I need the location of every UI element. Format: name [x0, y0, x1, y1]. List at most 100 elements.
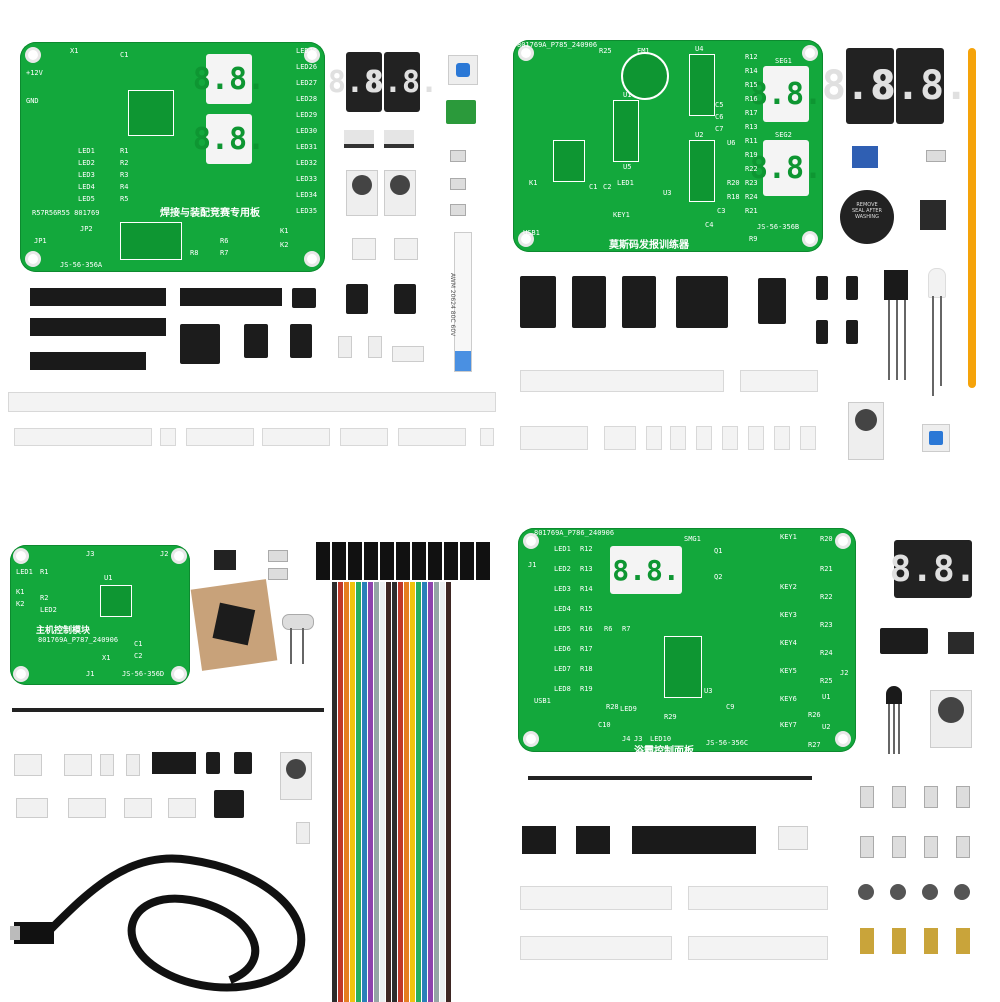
component-strip [696, 426, 712, 450]
component-tape [180, 288, 282, 306]
silk-label: C2 [134, 652, 143, 660]
smd-button [450, 204, 466, 216]
component-strip [646, 426, 662, 450]
silk-label: C4 [705, 221, 714, 229]
wire-orange [968, 48, 976, 388]
switch [920, 200, 946, 230]
component-strip [800, 426, 816, 450]
diode [338, 336, 352, 358]
silk-label: LED28 [296, 95, 318, 103]
seven-seg-footprint: 8.8. [750, 140, 822, 196]
silk-label: R21 [745, 207, 758, 215]
silk-label: U1 [623, 91, 632, 99]
component-strip [748, 426, 764, 450]
ic-chip [846, 276, 858, 300]
silk-label: LED34 [296, 191, 318, 199]
smd-button [450, 178, 466, 190]
silk-label: R23 [745, 179, 758, 187]
silk-label: J2 [160, 550, 169, 558]
silk-label: X1 [102, 654, 111, 662]
ir-receiver [884, 270, 908, 300]
ic-footprint [120, 222, 182, 260]
silk-label: R1 [120, 147, 129, 155]
ic-chip [214, 790, 244, 818]
ic-chip [292, 288, 316, 308]
silk-label: R19 [745, 151, 758, 159]
silk-label: R6 [220, 237, 229, 245]
silk-label: R2 [40, 594, 49, 602]
silk-label: K1 [16, 588, 25, 596]
silk-label: R12 [580, 545, 593, 553]
ic-footprint [664, 636, 702, 698]
silk-label: R24 [820, 649, 833, 657]
silk-label: C6 [715, 113, 724, 121]
silk-label: LED31 [296, 143, 318, 151]
buzzer: REMOVE SEAL AFTER WASHING [840, 190, 894, 244]
silk-label: R1 [40, 568, 49, 576]
connector [392, 346, 424, 362]
connector [64, 754, 92, 776]
transistor [886, 686, 902, 704]
silk-label: R15 [745, 81, 758, 89]
component-strip [688, 936, 828, 960]
silk-label: KEY2 [780, 583, 797, 591]
pcb-board-bath-heater: 801769A_P786_240906 浴霸控制面板 JS-56-356C 8.… [518, 528, 856, 752]
fpc-connector [384, 130, 414, 148]
silk-label: R20 [820, 535, 833, 543]
silk-label: R5 [120, 195, 129, 203]
silk-label: R16 [745, 95, 758, 103]
silk-label: LED6 [554, 645, 571, 653]
smd-button [268, 550, 288, 562]
silk-label: R22 [820, 593, 833, 601]
component-strip [520, 370, 724, 392]
ic-footprint [689, 140, 715, 202]
smd-button [926, 150, 946, 162]
silk-label: K1 [529, 179, 538, 187]
silk-label: +12V [26, 69, 43, 77]
silk-label: LED35 [296, 207, 318, 215]
component-strip [520, 886, 672, 910]
seven-segment-display: 8.8. [890, 540, 976, 598]
ic-footprint [128, 90, 174, 136]
board-id: JS-56-356D [122, 670, 165, 678]
silk-label: KEY1 [780, 533, 797, 541]
silk-label: C5 [715, 101, 724, 109]
silk-label: J3 [634, 735, 643, 743]
ic-chip [394, 284, 416, 314]
component-strip [774, 426, 790, 450]
silk-label: U5 [623, 163, 632, 171]
silk-label: R19 [580, 685, 593, 693]
component-strip [670, 426, 686, 450]
silk-label: R28 [606, 703, 619, 711]
silk-label: LED1 [16, 568, 33, 576]
mcu-on-foam [190, 579, 278, 671]
silk-label: LED9 [620, 705, 637, 713]
component-strip [160, 428, 176, 446]
silk-label: FM1 [637, 47, 650, 55]
capacitor [848, 402, 884, 460]
diode [368, 336, 382, 358]
silk-label: LED1 [554, 545, 571, 553]
silk-label: KEY4 [780, 639, 797, 647]
pcb-board-competition: 8.8. 8.8. 焊接与装配竞赛专用板 R57R56R55 801769 JS… [20, 42, 325, 272]
connector [352, 238, 376, 260]
silk-label: KEY1 [613, 211, 630, 219]
silk-label: U6 [727, 139, 736, 147]
silk-label: LED27 [296, 79, 318, 87]
silk-label: KEY7 [780, 721, 797, 729]
silk-label: C1 [589, 183, 598, 191]
silk-label: J4 [622, 735, 631, 743]
board-title: 主机控制模块 [36, 626, 91, 636]
ic-footprint [613, 100, 639, 162]
diode [126, 754, 140, 776]
silk-label: U2 [822, 723, 831, 731]
silk-label: X1 [70, 47, 79, 55]
silk-label: KEY3 [780, 611, 797, 619]
potentiometer [852, 146, 878, 168]
ic-chip [520, 276, 556, 328]
silk-label: LED5 [554, 625, 571, 633]
silk-label: C1 [120, 51, 129, 59]
tact-button-grid [856, 780, 976, 980]
connector [168, 798, 196, 818]
silk-label: K2 [280, 241, 289, 249]
